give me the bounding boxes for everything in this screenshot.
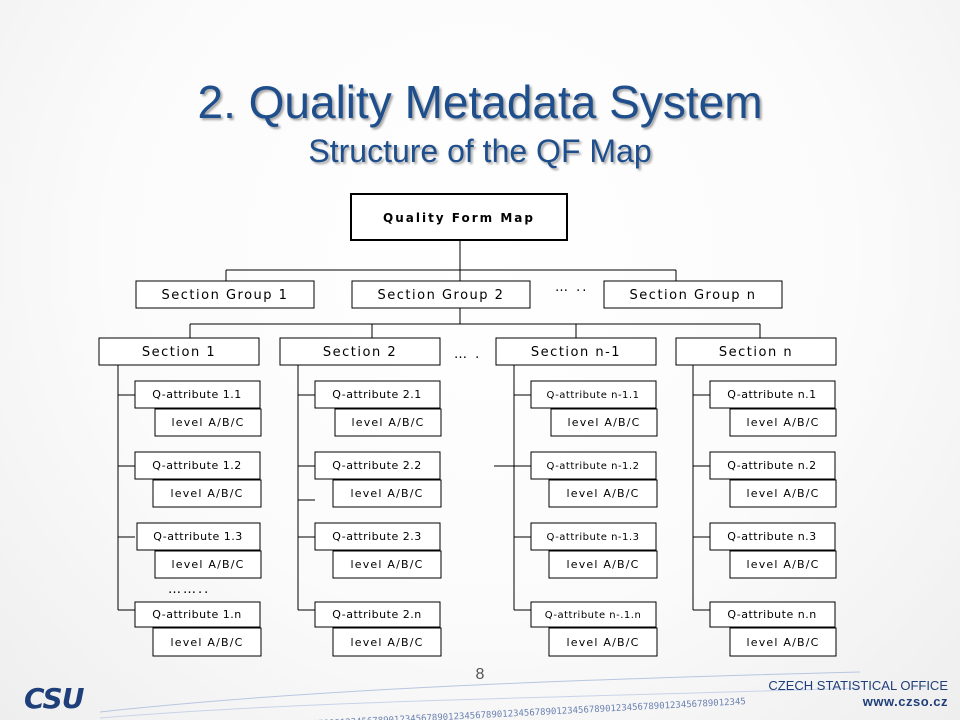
attribute-1-2: Q-attribute 1.2 level A/B/C — [134, 451, 262, 508]
level-label: level A/B/C — [170, 487, 243, 500]
attribute-label: Q-attribute 1.3 — [153, 530, 242, 543]
org-footer: CZECH STATISTICAL OFFICE www.czso.cz — [768, 678, 948, 710]
attribute-2-n: Q-attribute 2.n level A/B/C — [314, 601, 442, 657]
attribute-1-1: Q-attribute 1.1 level A/B/C — [134, 380, 262, 437]
attribute-n-1-1: Q-attribute n-1.1 level A/B/C — [530, 380, 658, 437]
section-group-label: Section Group n — [630, 288, 757, 303]
level-label: level A/B/C — [566, 487, 639, 500]
section-group-2: Section Group 2 — [351, 280, 531, 309]
section-label: Section n — [719, 345, 793, 360]
root-label: Quality Form Map — [383, 211, 535, 225]
level-label: level A/B/C — [351, 416, 424, 429]
attribute-label: Q-attribute n.3 — [727, 530, 816, 543]
section-n-1: Section n-1 — [495, 337, 657, 366]
level-label: level A/B/C — [350, 487, 423, 500]
section-label: Section 1 — [142, 345, 216, 360]
attribute-1-n: Q-attribute 1.n level A/B/C — [134, 601, 262, 657]
attribute-label: Q-attribute n.1 — [727, 388, 816, 401]
attribute-n-3: Q-attribute n.3 level A/B/C — [709, 522, 837, 579]
attribute-n-n: Q-attribute n.n level A/B/C — [709, 601, 837, 657]
attribute-n-1-3: Q-attribute n-1.3 level A/B/C — [530, 522, 658, 579]
attribute-2-2: Q-attribute 2.2 level A/B/C — [314, 451, 442, 508]
section-ellipsis: … . — [454, 347, 481, 362]
level-label: level A/B/C — [746, 416, 819, 429]
attribute-label: Q-attribute 2.n — [332, 608, 421, 621]
org-website-link[interactable]: www.czso.cz — [862, 694, 948, 709]
attribute-label: Q-attribute n-1.2 — [547, 461, 640, 472]
attribute-label: Q-attribute n-1.1 — [547, 390, 640, 401]
section-group-n: Section Group n — [603, 280, 783, 309]
attribute-2-3: Q-attribute 2.3 level A/B/C — [314, 522, 442, 579]
level-label: level A/B/C — [171, 558, 244, 571]
section-label: Section n-1 — [531, 345, 621, 360]
level-label: level A/B/C — [746, 558, 819, 571]
level-label: level A/B/C — [350, 558, 423, 571]
level-label: level A/B/C — [566, 558, 639, 571]
root-node: Quality Form Map — [350, 193, 568, 241]
level-label: level A/B/C — [746, 636, 819, 649]
section-1: Section 1 — [98, 337, 260, 366]
attribute-label: Q-attribute 2.1 — [332, 388, 421, 401]
attribute-n-2: Q-attribute n.2 level A/B/C — [709, 451, 837, 508]
page-number: 8 — [475, 666, 485, 683]
slide-title: 2. Quality Metadata System — [197, 76, 763, 128]
attribute-label: Q-attribute 1.n — [152, 608, 241, 621]
section-group-label: Section Group 2 — [378, 288, 505, 303]
attribute-label: Q-attribute 1.2 — [152, 459, 241, 472]
attribute-n-1-n: Q-attribute n-.1.n level A/B/C — [530, 601, 658, 657]
connector-lines — [117, 240, 761, 611]
attribute-label: Q-attribute 2.2 — [332, 459, 421, 472]
level-label: level A/B/C — [171, 416, 244, 429]
attribute-label: Q-attribute n.2 — [727, 459, 816, 472]
attribute-label: Q-attribute n-.1.n — [545, 610, 642, 621]
slide-subtitle: Structure of the QF Map — [308, 133, 652, 169]
level-label: level A/B/C — [567, 416, 640, 429]
attribute-label: Q-attribute 1.1 — [152, 388, 241, 401]
section-2: Section 2 — [279, 337, 441, 366]
logo-text: CSU — [24, 682, 85, 712]
attribute-ellipsis: …….. — [168, 582, 210, 597]
level-label: level A/B/C — [170, 636, 243, 649]
section-group-label: Section Group 1 — [162, 288, 289, 303]
attribute-1-3: Q-attribute 1.3 level A/B/C — [136, 522, 262, 579]
attribute-2-1: Q-attribute 2.1 level A/B/C — [314, 380, 442, 437]
section-n: Section n — [675, 337, 837, 366]
level-label: level A/B/C — [566, 636, 639, 649]
group-ellipsis: … .. — [555, 280, 588, 295]
org-name: CZECH STATISTICAL OFFICE — [768, 678, 948, 693]
section-label: Section 2 — [323, 345, 397, 360]
attribute-n-1-2: Q-attribute n-1.2 level A/B/C — [530, 451, 658, 508]
level-label: level A/B/C — [746, 487, 819, 500]
digits-watermark: 7890123456789012345678901234567890123456… — [100, 671, 860, 720]
section-group-1: Section Group 1 — [135, 280, 315, 309]
level-label: level A/B/C — [350, 636, 423, 649]
attribute-n-1: Q-attribute n.1 level A/B/C — [709, 380, 837, 437]
attribute-label: Q-attribute 2.3 — [332, 530, 421, 543]
attribute-label: Q-attribute n-1.3 — [547, 532, 640, 543]
attribute-label: Q-attribute n.n — [727, 608, 816, 621]
csu-logo: CSU — [24, 682, 86, 712]
